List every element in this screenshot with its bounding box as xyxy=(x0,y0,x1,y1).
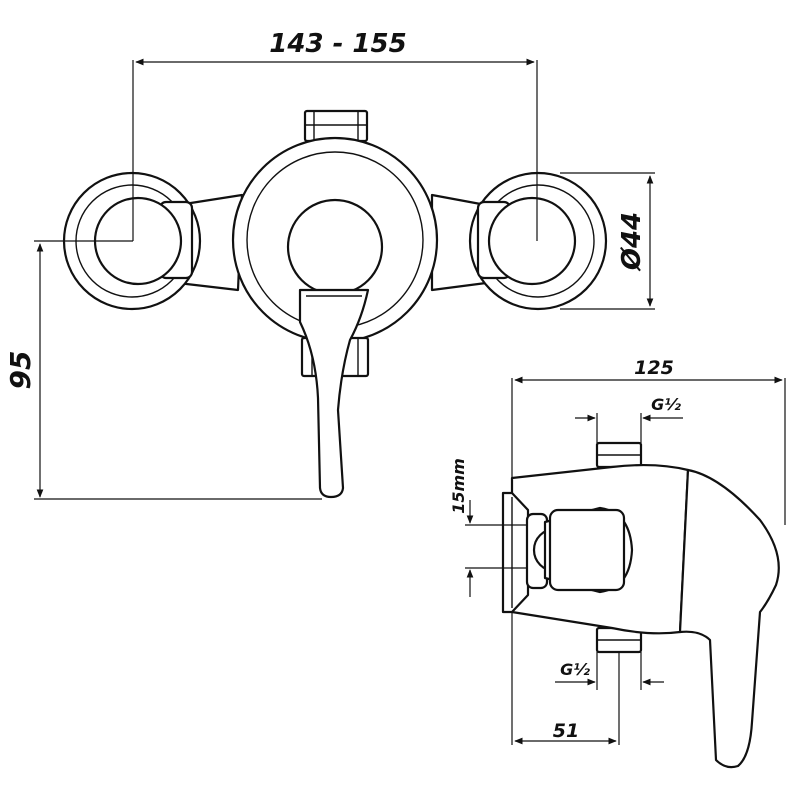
width-label: 143 - 155 xyxy=(269,29,406,59)
offset-label: 15mm xyxy=(449,458,468,514)
right-wall-fitting xyxy=(468,171,608,311)
diameter-dimension xyxy=(560,172,655,310)
inlet-depth-dimension xyxy=(511,612,620,745)
offset-dimension xyxy=(465,500,527,597)
bottom-inlet-label: G½ xyxy=(560,660,590,679)
front-view: 143 - 155 95 Ø44 xyxy=(4,29,655,500)
side-inlet-body xyxy=(543,506,634,594)
diameter-label: Ø44 xyxy=(617,212,647,272)
inlet-depth-label: 51 xyxy=(553,720,579,742)
lever-handle xyxy=(298,288,370,499)
bottom-inlet-dimension xyxy=(555,652,664,690)
depth-dimension xyxy=(511,376,786,525)
depth-label: 125 xyxy=(634,357,674,379)
control-knob xyxy=(286,198,384,296)
top-nut xyxy=(303,109,369,143)
width-dimension xyxy=(34,58,538,242)
top-inlet-dimension xyxy=(575,413,683,443)
side-lever-handle xyxy=(678,468,780,769)
side-view: 125 G½ G½ 15mm xyxy=(449,357,786,769)
height-label: 95 xyxy=(4,351,37,390)
side-top-inlet-nut xyxy=(595,441,643,469)
height-dimension xyxy=(34,243,322,500)
top-inlet-label: G½ xyxy=(651,395,681,414)
side-wall-plate xyxy=(501,491,530,614)
